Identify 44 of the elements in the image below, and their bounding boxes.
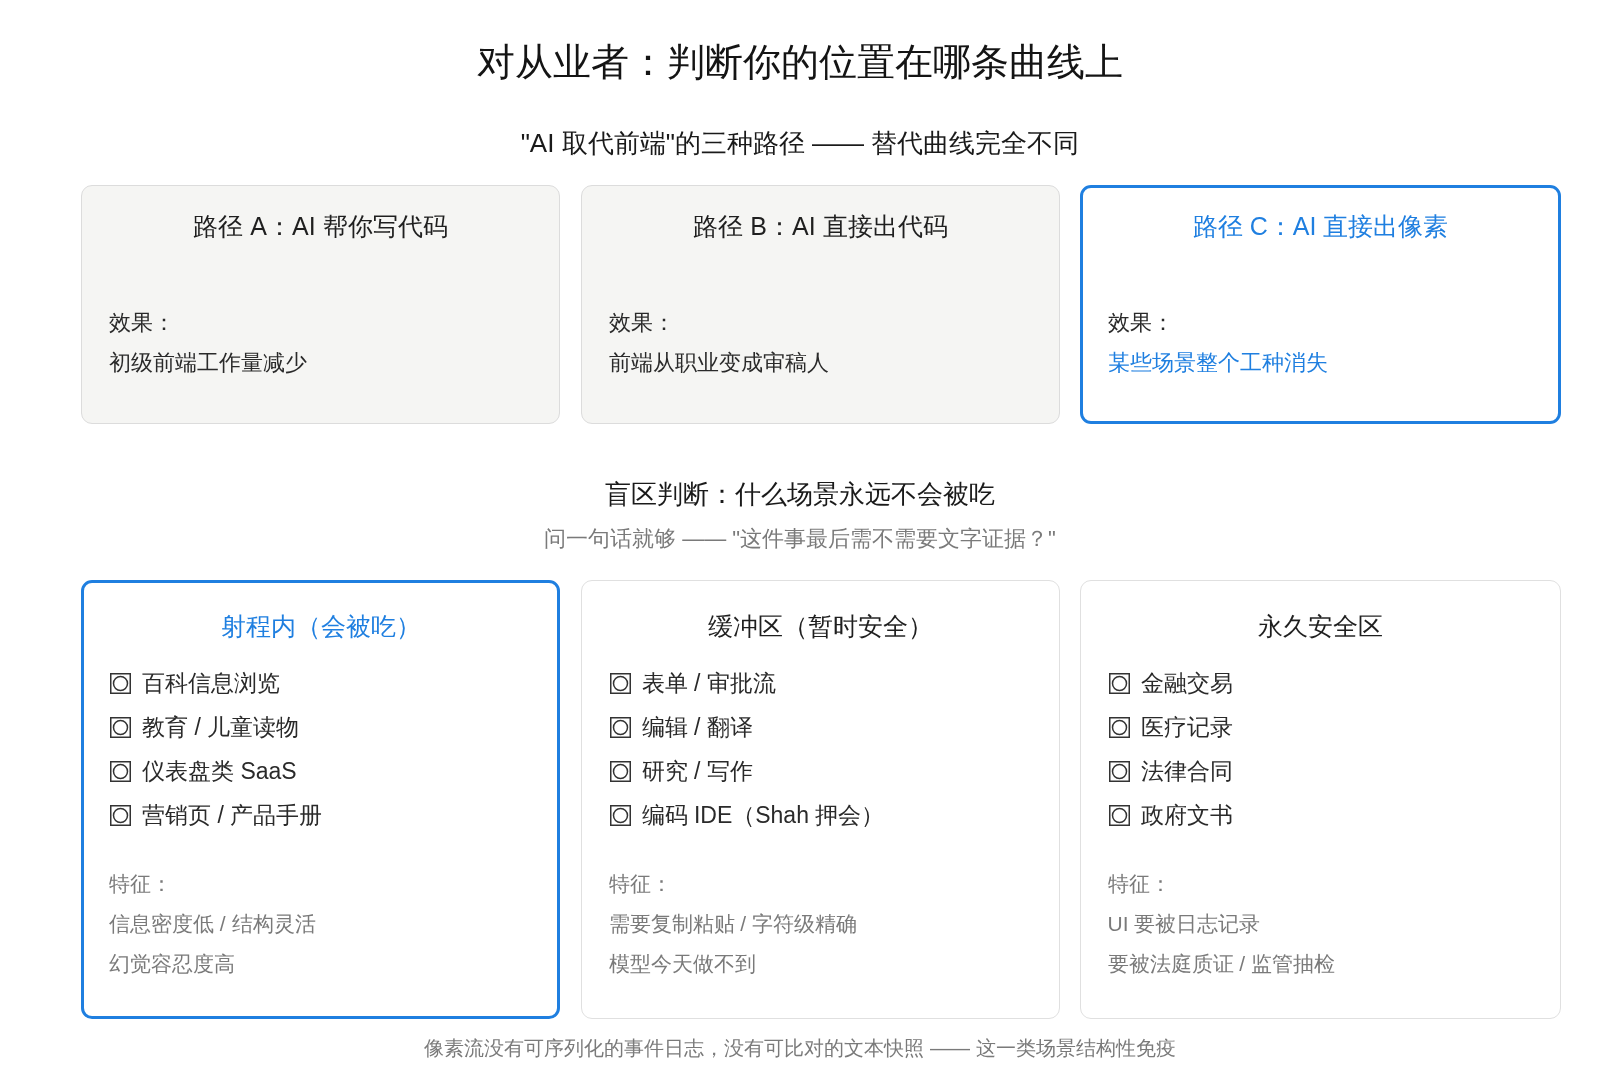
feature-text: 幻觉容忍度高: [109, 951, 235, 977]
list-item: 金融交易: [1140, 668, 1233, 698]
feature-text: UI 要被日志记录: [1107, 910, 1261, 937]
feature-text: 需要复制粘贴 / 字符级精确: [608, 910, 857, 937]
zone-card: [81, 580, 560, 1019]
card-heading: 路径 B：AI 直接出代码: [693, 210, 948, 241]
effect-text: 前端从职业变成审稿人: [608, 348, 829, 377]
card-heading: 永久安全区: [1258, 610, 1383, 641]
list-item: 医疗记录: [1140, 712, 1233, 742]
field-label: 效果：: [1108, 309, 1174, 337]
card-heading: 射程内（会被吃）: [220, 611, 421, 641]
list-item: 表单 / 审批流: [641, 668, 776, 698]
zone-card: [1080, 580, 1561, 1019]
caption: 像素流没有可序列化的事件日志，没有可比对的文本快照 —— 这一类场景结构性免疫: [424, 1036, 1176, 1061]
list-item: 仪表盘类 SaaS: [142, 757, 297, 786]
section-title: 盲区判断：什么场景永远不会被吃: [605, 477, 995, 511]
list-item: 教育 / 儿童读物: [142, 713, 300, 742]
section-title: "AI 取代前端"的三种路径 —— 替代曲线完全不同: [520, 126, 1080, 160]
path-card: [81, 185, 560, 424]
field-label: 效果：: [108, 308, 175, 337]
feature-text: 要被法庭质证 / 监管抽检: [1107, 950, 1335, 977]
path-card: [1080, 185, 1561, 424]
list-item: 研究 / 写作: [641, 756, 753, 786]
page-title: 对从业者：判断你的位置在哪条曲线上: [477, 40, 1123, 86]
effect-text: 某些场景整个工种消失: [1108, 349, 1328, 377]
zone-card: [581, 580, 1060, 1019]
card-heading: 路径 A：AI 帮你写代码: [193, 210, 448, 241]
feature-text: 模型今天做不到: [608, 950, 756, 977]
card-heading: 缓冲区（暂时安全）: [708, 610, 933, 641]
section-subtitle: 问一句话就够 —— "这件事最后需不需要文字证据？": [544, 524, 1056, 553]
field-label: 效果：: [608, 308, 675, 337]
list-item: 百科信息浏览: [142, 669, 280, 698]
effect-text: 初级前端工作量减少: [108, 348, 307, 377]
field-label: 特征：: [109, 871, 172, 897]
list-item: 政府文书: [1140, 800, 1233, 830]
list-item: 编码 IDE（Shah 押会）: [641, 800, 885, 830]
list-item: 法律合同: [1140, 756, 1233, 786]
path-card: [581, 185, 1060, 424]
feature-text: 信息密度低 / 结构灵活: [109, 911, 316, 937]
field-label: 特征：: [1107, 870, 1171, 897]
list-item: 编辑 / 翻译: [641, 712, 753, 742]
field-label: 特征：: [608, 870, 672, 897]
card-heading: 路径 C：AI 直接出像素: [1192, 211, 1449, 241]
list-item: 营销页 / 产品手册: [142, 801, 323, 830]
